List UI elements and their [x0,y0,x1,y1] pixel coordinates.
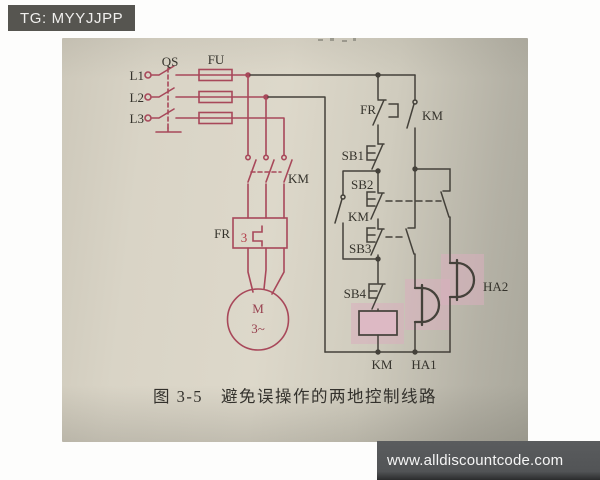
ha2-branch [414,168,476,353]
label-km-latch: KM [348,209,369,224]
cutoff-print-marks [318,38,356,42]
label-sb4: SB4 [344,286,367,301]
km-main-contacts [245,154,293,219]
label-sb1: SB1 [342,148,364,163]
label-ha2: HA2 [483,279,508,294]
fr-thermal-relay [232,217,288,249]
label-l1: L1 [130,68,144,83]
tag-watermark-badge: TG: MYYJJPP [8,5,136,31]
label-fu: FU [208,52,225,67]
sb1-button [366,143,385,172]
qs-switch [144,65,200,133]
fu-fuses [198,68,233,125]
motor [226,247,290,351]
km-latch-contact [334,170,379,260]
label-km-main: KM [288,171,309,186]
label-fr-main: FR [214,226,230,241]
website-watermark-bar: www.alldiscountcode.com [377,441,600,480]
junction-dots [375,72,418,355]
label-km-top: KM [422,108,443,123]
power-circuit [144,65,293,351]
label-ha1: HA1 [411,357,436,372]
label-motor-phase: 3~ [251,321,265,336]
sb2-button [366,170,442,230]
fr-nc-contact [372,74,399,145]
km-coil [358,310,398,353]
label-qs: QS [162,54,179,69]
label-l3: L3 [130,111,144,126]
km-no-contact [406,74,418,170]
label-l2: L2 [130,90,144,105]
power-wires [231,72,285,156]
ha1-branch [405,168,441,353]
label-sb3: SB3 [349,241,371,256]
label-sb2: SB2 [351,177,373,192]
label-motor-m: M [252,301,264,316]
label-fr-control: FR [360,102,376,117]
control-circuit [249,72,484,355]
figure-caption: 图 3-5 避免误操作的两地控制线路 [152,387,438,406]
label-km-coil: KM [372,357,393,372]
labels: L1 L2 L3 QS FU KM FR 3 M 3~ FR KM SB1 SB… [130,52,509,372]
control-wires [249,74,451,353]
sb3-button [366,227,407,260]
label-fr-number: 3 [241,230,248,245]
